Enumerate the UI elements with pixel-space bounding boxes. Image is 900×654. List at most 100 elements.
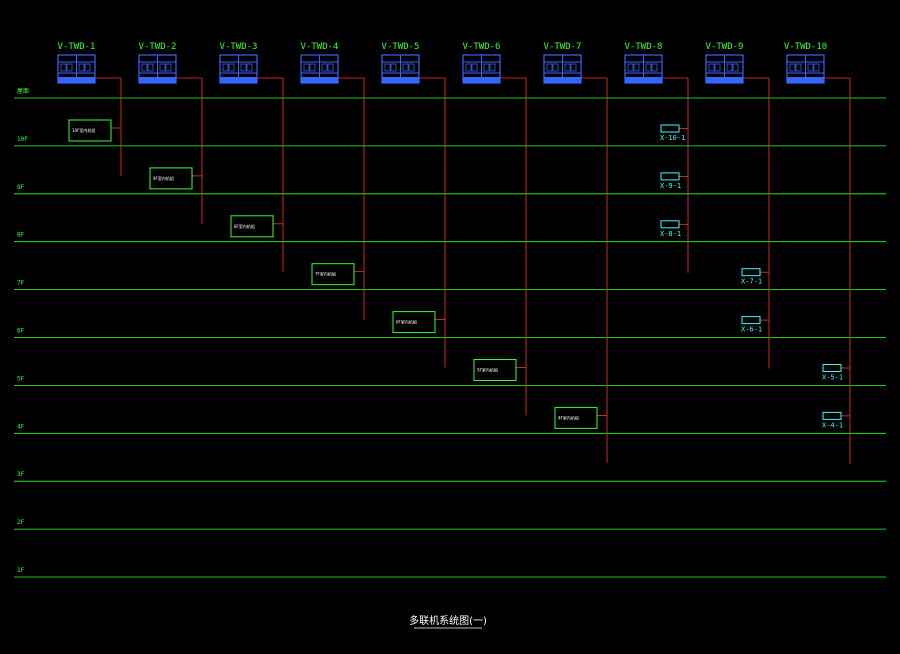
outdoor-unit-fan bbox=[408, 63, 415, 72]
outdoor-unit-base bbox=[301, 77, 338, 83]
indoor-unit-tag: X-6-1 bbox=[741, 326, 762, 334]
outdoor-unit-base bbox=[787, 77, 824, 83]
outdoor-unit-fan bbox=[222, 63, 229, 72]
indoor-unit-icon bbox=[741, 316, 761, 325]
outdoor-unit-base bbox=[706, 77, 743, 83]
outdoor-unit-label: V-TWD-8 bbox=[625, 42, 663, 52]
outdoor-unit-fan bbox=[633, 63, 640, 72]
outdoor-unit-fan bbox=[228, 63, 235, 72]
outdoor-unit: V-TWD-3 bbox=[219, 42, 258, 84]
outdoor-unit-base bbox=[463, 77, 500, 83]
outdoor-unit-fan bbox=[60, 63, 67, 72]
outdoor-unit-fan bbox=[627, 63, 634, 72]
outdoor-unit: V-TWD-9 bbox=[705, 42, 744, 84]
outdoor-unit: V-TWD-10 bbox=[784, 42, 827, 84]
outdoor-unit-fan bbox=[552, 63, 559, 72]
indoor-unit-group-box bbox=[311, 263, 355, 286]
indoor-unit-icon bbox=[741, 268, 761, 277]
outdoor-unit-base bbox=[220, 77, 257, 83]
outdoor-unit-fan bbox=[141, 63, 148, 72]
outdoor-unit-base bbox=[544, 77, 581, 83]
outdoor-unit: V-TWD-6 bbox=[462, 42, 501, 84]
outdoor-unit-fan bbox=[789, 63, 796, 72]
indoor-unit-group-box bbox=[149, 167, 193, 190]
outdoor-unit: V-TWD-1 bbox=[57, 42, 96, 84]
outdoor-unit: V-TWD-4 bbox=[300, 42, 339, 84]
indoor-unit-tag: X-8-1 bbox=[660, 230, 681, 238]
outdoor-unit-label: V-TWD-9 bbox=[706, 42, 744, 52]
outdoor-unit-fan bbox=[84, 63, 91, 72]
indoor-unit-group-label: 5F室内机组 bbox=[477, 367, 498, 373]
floor-label: 3F bbox=[17, 471, 25, 478]
floor-label: 6F bbox=[17, 328, 25, 335]
outdoor-unit-fan bbox=[807, 63, 814, 72]
outdoor-unit-label: V-TWD-10 bbox=[784, 42, 827, 52]
indoor-unit-icon bbox=[660, 220, 680, 229]
indoor-unit-group-label: 6F室内机组 bbox=[396, 319, 417, 325]
indoor-unit-group-label: 8F室内机组 bbox=[234, 223, 255, 229]
outdoor-unit-base bbox=[58, 77, 95, 83]
outdoor-unit-label: V-TWD-4 bbox=[301, 42, 339, 52]
indoor-unit-icon bbox=[822, 364, 842, 372]
outdoor-unit-fan bbox=[651, 63, 658, 72]
outdoor-unit: V-TWD-7 bbox=[543, 42, 582, 84]
indoor-unit-group-label: 7F室内机组 bbox=[315, 271, 336, 277]
outdoor-unit-label: V-TWD-5 bbox=[382, 42, 420, 52]
floor-label: 1F bbox=[17, 567, 25, 574]
outdoor-unit-label: V-TWD-2 bbox=[139, 42, 177, 52]
outdoor-unit-fan bbox=[390, 63, 397, 72]
floor-label: 屋面 bbox=[17, 88, 29, 95]
outdoor-unit-fan bbox=[465, 63, 472, 72]
outdoor-unit-label: V-TWD-7 bbox=[544, 42, 582, 52]
outdoor-unit-fan bbox=[309, 63, 316, 72]
indoor-unit-icon bbox=[660, 172, 680, 181]
outdoor-unit-fan bbox=[489, 63, 496, 72]
outdoor-unit-fan bbox=[726, 63, 733, 72]
outdoor-unit-fan bbox=[240, 63, 247, 72]
outdoor-unit-fan bbox=[384, 63, 391, 72]
indoor-unit-group-box bbox=[392, 311, 436, 334]
indoor-unit-tag: X-4-1 bbox=[822, 421, 843, 429]
outdoor-unit-fan bbox=[795, 63, 802, 72]
outdoor-unit-fan bbox=[483, 63, 490, 72]
outdoor-unit: V-TWD-2 bbox=[138, 42, 177, 84]
outdoor-unit-fan bbox=[303, 63, 310, 72]
indoor-unit-group-box bbox=[68, 119, 112, 142]
outdoor-unit-fan bbox=[66, 63, 73, 72]
outdoor-unit-fan bbox=[78, 63, 85, 72]
floor-label: 4F bbox=[17, 423, 25, 430]
outdoor-unit-base bbox=[139, 77, 176, 83]
floor-label: 5F bbox=[17, 375, 25, 382]
indoor-unit-group-label: 9F室内机组 bbox=[153, 175, 174, 181]
indoor-unit-tag: X-7-1 bbox=[741, 278, 762, 286]
indoor-unit-group-box bbox=[473, 359, 517, 381]
indoor-unit-group-box bbox=[554, 406, 598, 429]
outdoor-unit-fan bbox=[402, 63, 409, 72]
indoor-unit-tag: X-9-1 bbox=[660, 182, 681, 190]
outdoor-unit-fan bbox=[546, 63, 553, 72]
outdoor-unit-fan bbox=[246, 63, 253, 72]
outdoor-unit-fan bbox=[147, 63, 154, 72]
indoor-unit-group-label: 4F室内机组 bbox=[558, 414, 579, 420]
outdoor-unit-fan bbox=[732, 63, 739, 72]
diagram-title: 多联机系统图(一) bbox=[409, 614, 487, 627]
outdoor-unit-label: V-TWD-6 bbox=[463, 42, 501, 52]
outdoor-unit-fan bbox=[321, 63, 328, 72]
outdoor-unit: V-TWD-5 bbox=[381, 42, 420, 84]
indoor-unit-tag: X-5-1 bbox=[822, 374, 843, 382]
indoor-unit-icon bbox=[822, 411, 842, 420]
floor-label: 7F bbox=[17, 280, 25, 287]
floor-label: 2F bbox=[17, 519, 25, 526]
outdoor-unit-fan bbox=[327, 63, 334, 72]
outdoor-unit-fan bbox=[645, 63, 652, 72]
outdoor-unit-fan bbox=[564, 63, 571, 72]
indoor-unit-group-label: 10F室内机组 bbox=[72, 127, 95, 133]
indoor-unit-icon bbox=[660, 124, 680, 133]
outdoor-unit-base bbox=[382, 77, 419, 83]
outdoor-unit-label: V-TWD-3 bbox=[220, 42, 258, 52]
outdoor-unit-fan bbox=[471, 63, 478, 72]
floor-label: 9F bbox=[17, 184, 25, 191]
indoor-unit-group-box bbox=[230, 215, 274, 238]
outdoor-unit-base bbox=[625, 77, 662, 83]
